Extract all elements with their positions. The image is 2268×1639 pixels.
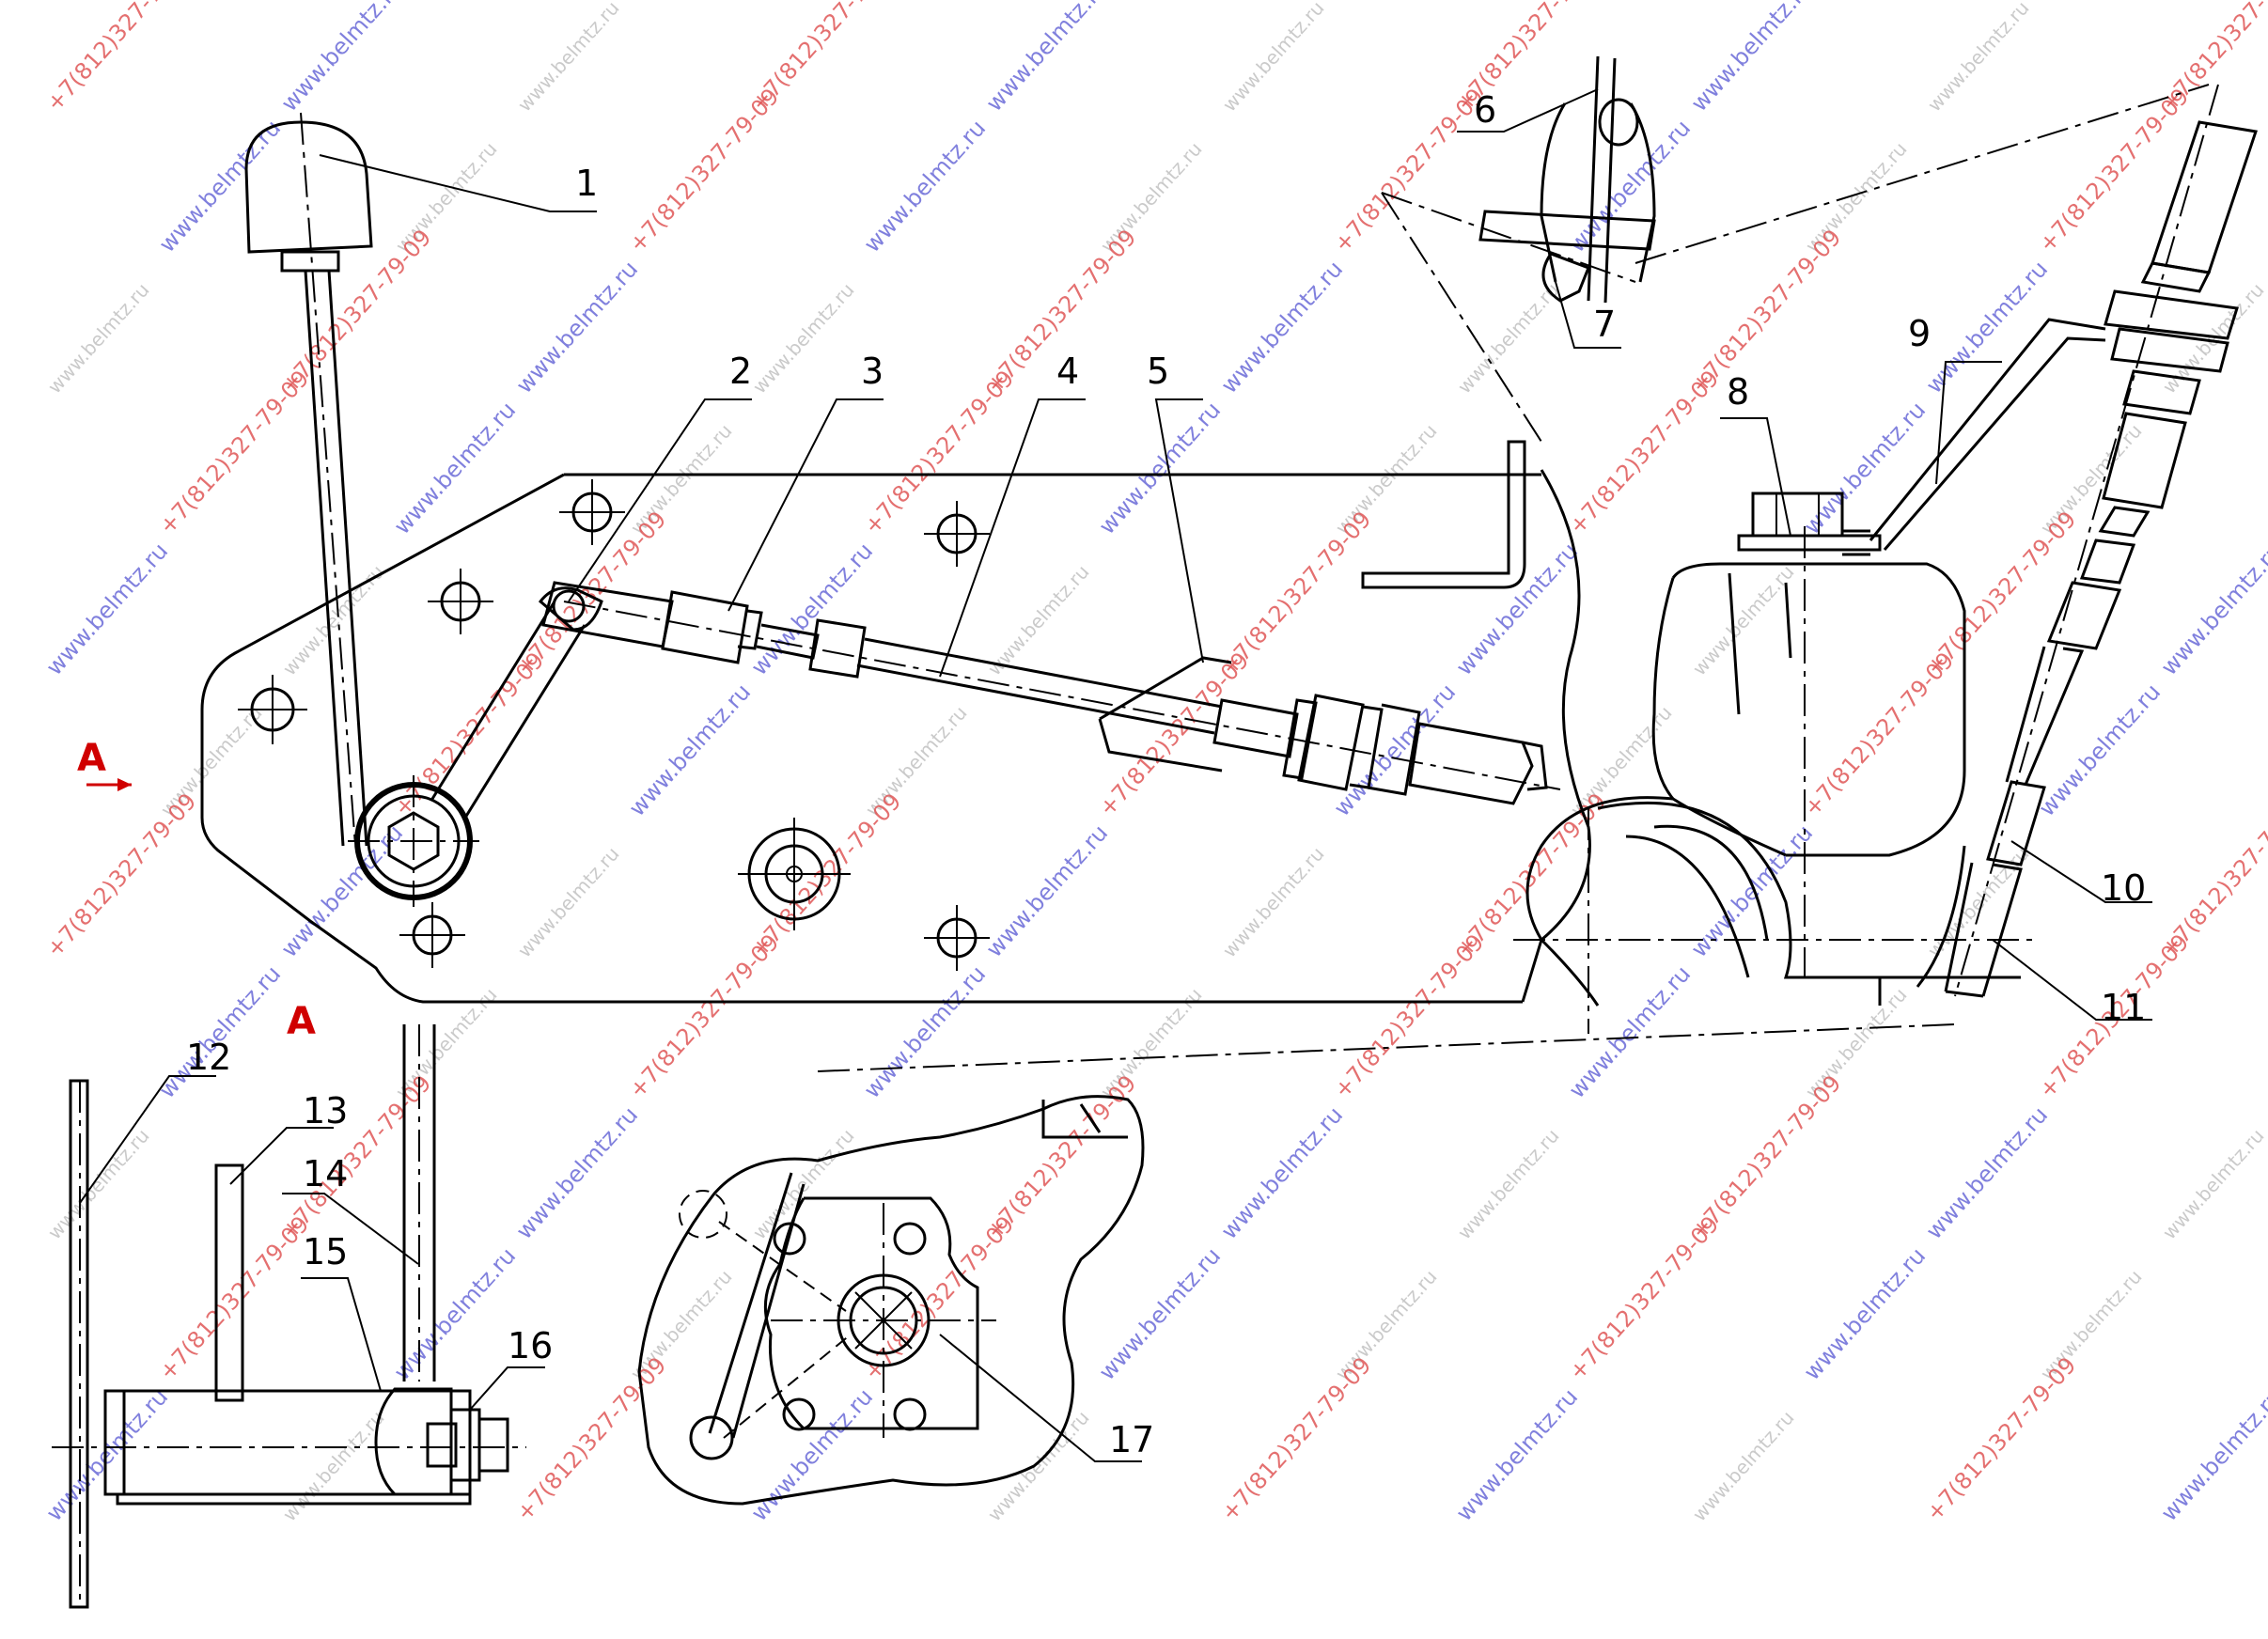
watermark-text: www.belmtz.ru [1564, 960, 1697, 1103]
watermark-text: www.belmtz.ru [1216, 1101, 1349, 1244]
watermark-text: www.belmtz.ru [2156, 1383, 2268, 1526]
callout-9: 9 [1908, 313, 1931, 354]
watermark-text: www.belmtz.ru [981, 0, 1114, 117]
watermark-text: www.belmtz.ru [1216, 256, 1349, 398]
watermark-text: www.belmtz.ru [981, 820, 1114, 962]
watermark-text: www.belmtz.ru [2156, 538, 2268, 680]
watermark-text: www.belmtz.ru [983, 1406, 1094, 1525]
watermark-text: www.belmtz.ru [1923, 842, 2034, 961]
watermark-text: +7(812)327-79-09 [1329, 929, 1490, 1103]
section-view-a [52, 1024, 526, 1609]
watermark-text: www.belmtz.ru [983, 560, 1094, 679]
watermark-text: www.belmtz.ru [748, 278, 859, 398]
watermark-text: www.belmtz.ru [278, 1406, 389, 1525]
callout-14: 14 [303, 1153, 348, 1194]
mounting-plate [200, 440, 1591, 1004]
callout-7: 7 [1593, 304, 1616, 345]
watermark-text: www.belmtz.ru [389, 397, 522, 539]
callout-numbers: 1 2 3 4 5 6 7 8 9 10 11 12 13 14 15 16 1… [186, 89, 2146, 1460]
gear-lever [244, 112, 479, 907]
watermark-text: www.belmtz.ru [1688, 1406, 1799, 1525]
watermark-text: www.belmtz.ru [154, 960, 287, 1103]
watermark-text: +7(812)327-79-09 [1094, 648, 1255, 821]
watermark-text: www.belmtz.ru [2158, 1124, 2268, 1243]
watermark-text: www.belmtz.ru [1451, 1383, 1584, 1526]
watermark-text: www.belmtz.ru [1923, 0, 2034, 116]
watermark-text: +7(812)327-79-09 [1799, 648, 1960, 821]
watermark-text: +7(812)327-79-09 [1564, 1211, 1725, 1385]
shift-shaft-detail [637, 1023, 1956, 1506]
watermark-text: +7(812)327-79-09 [41, 788, 202, 962]
watermark-text: www.belmtz.ru [624, 679, 757, 821]
watermark-text: www.belmtz.ru [1218, 0, 1329, 116]
callout-6: 6 [1474, 89, 1496, 131]
callout-8: 8 [1727, 371, 1749, 413]
callout-5: 5 [1147, 351, 1169, 392]
watermark-text: www.belmtz.ru [511, 256, 644, 398]
crank-arm [430, 586, 603, 819]
watermark-text: www.belmtz.ru [1799, 1242, 1932, 1385]
watermark-text: www.belmtz.ru [1453, 1124, 1564, 1243]
watermark-text: +7(812)327-79-09 [2034, 84, 2195, 258]
watermark-text: www.belmtz.ru [154, 115, 287, 258]
watermark-text: +7(812)327-79-09 [1216, 1352, 1377, 1526]
watermark-text: www.belmtz.ru [859, 960, 992, 1103]
callout-13: 13 [303, 1090, 348, 1132]
callout-16: 16 [508, 1325, 553, 1366]
leader-lines [79, 88, 2152, 1462]
watermark-text: +7(812)327-79-09 [1329, 84, 1490, 258]
watermark-text: www.belmtz.ru [1218, 842, 1329, 961]
watermark-text: www.belmtz.ru [513, 0, 624, 116]
watermark-text: www.belmtz.ru [1094, 1242, 1227, 1385]
callout-11: 11 [2101, 987, 2146, 1028]
cable-bracket [1842, 318, 2106, 556]
view-arrow-label: A [77, 737, 106, 780]
watermark-text: www.belmtz.ru [2034, 679, 2166, 821]
callout-4: 4 [1056, 351, 1079, 392]
watermark-text: www.belmtz.ru [43, 1124, 154, 1243]
watermark-text: www.belmtz.ru [2158, 278, 2268, 398]
watermark-text: www.belmtz.ru [41, 538, 174, 680]
watermark-text: www.belmtz.ru [513, 842, 624, 961]
grommet-detail [1381, 55, 2210, 443]
watermark-text: www.belmtz.ru [859, 115, 992, 258]
right-cable [1944, 84, 2258, 998]
callout-1: 1 [575, 163, 598, 204]
section-label: A [287, 1000, 316, 1043]
watermark-text: www.belmtz.ru [1451, 538, 1584, 680]
watermark-text: www.belmtz.ru [389, 1242, 522, 1385]
watermark-text: +7(812)327-79-09 [1564, 366, 1725, 539]
callout-2: 2 [729, 351, 752, 392]
watermark-text: www.belmtz.ru [276, 0, 409, 117]
watermark-text: www.belmtz.ru [511, 1101, 644, 1244]
watermark-text: +7(812)327-79-09 [154, 366, 315, 539]
watermark-text: www.belmtz.ru [1921, 1101, 2054, 1244]
callout-12: 12 [186, 1037, 231, 1078]
watermark-text: www.belmtz.ru [748, 1124, 859, 1243]
plate-holes [238, 479, 990, 971]
callout-10: 10 [2101, 867, 2146, 909]
watermark-text: +7(812)327-79-09 [41, 0, 202, 117]
push-rod [541, 581, 1561, 805]
watermark-text: +7(812)327-79-09 [624, 929, 785, 1103]
callout-17: 17 [1109, 1419, 1154, 1460]
watermark-text: www.belmtz.ru [1688, 560, 1799, 679]
transmission-housing [1513, 492, 2040, 1034]
watermark-text: www.belmtz.ru [1564, 115, 1697, 258]
watermark-text: www.belmtz.ru [1453, 278, 1564, 398]
view-marks: A A [77, 737, 316, 1043]
watermark-text: +7(812)327-79-09 [154, 1211, 315, 1385]
callout-3: 3 [861, 351, 884, 392]
watermark-text: +7(812)327-79-09 [1921, 1352, 2082, 1526]
watermark-text: www.belmtz.ru [1686, 0, 1819, 117]
watermark-text: +7(812)327-79-09 [624, 84, 785, 258]
callout-15: 15 [303, 1231, 348, 1272]
watermark-text: www.belmtz.ru [43, 278, 154, 398]
